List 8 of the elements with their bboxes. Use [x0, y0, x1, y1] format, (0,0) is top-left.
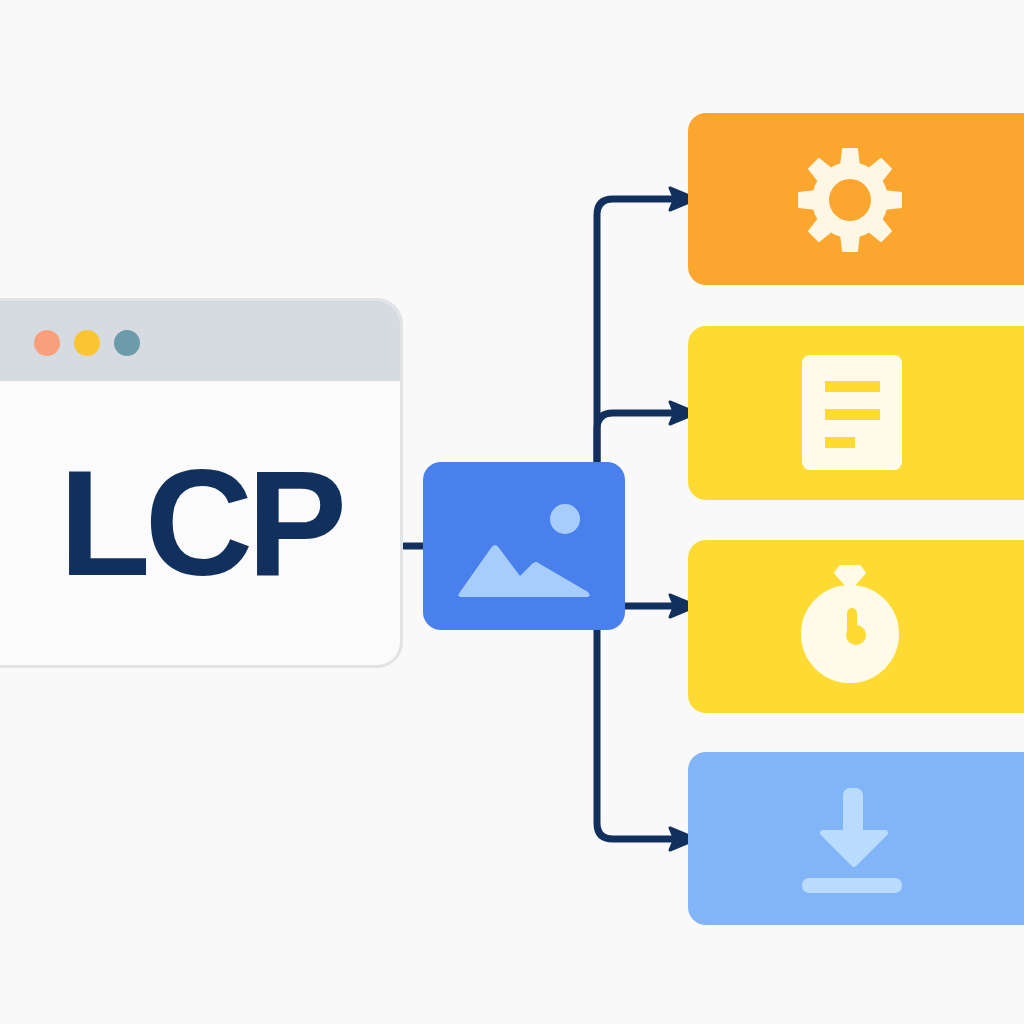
connector-line	[403, 542, 423, 550]
step-box	[688, 326, 1024, 500]
image-box	[423, 462, 625, 630]
step-box	[688, 540, 1024, 713]
step-box	[688, 113, 1024, 285]
browser-window	[0, 298, 403, 668]
step-box	[688, 752, 1024, 925]
heading-text: LCP	[59, 448, 341, 598]
